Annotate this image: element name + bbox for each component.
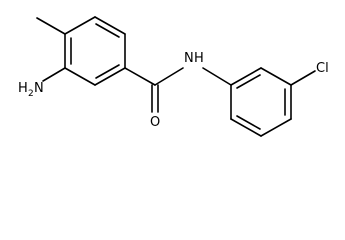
ring-b-bond-1-inner bbox=[236, 74, 261, 89]
right-benzene-ring bbox=[230, 67, 292, 137]
left-benzene-ring bbox=[64, 16, 126, 86]
chlorine-label: Cl bbox=[316, 61, 329, 76]
ring-b-bond-1 bbox=[230, 67, 262, 86]
amide-hydrogen-label: H bbox=[194, 51, 204, 66]
chloro-bond bbox=[290, 70, 316, 86]
amide-n-ring-bond bbox=[202, 67, 232, 86]
amide-cn-bond bbox=[154, 67, 184, 86]
ring-a-bond-4 bbox=[94, 67, 126, 86]
ring-a-bond-1 bbox=[64, 16, 96, 35]
ring-a-bond-5 bbox=[64, 67, 96, 86]
amine-label-h: H bbox=[18, 81, 28, 96]
ring-a-bond-2-inner bbox=[95, 23, 120, 38]
chemical-structure-diagram: H 2 N O N H Cl bbox=[18, 16, 329, 137]
ring-b-bond-2 bbox=[260, 67, 292, 86]
ring-b-bond-5 bbox=[230, 118, 262, 137]
amino-bond bbox=[42, 67, 66, 82]
ring-a-bond-4-inner bbox=[95, 64, 120, 79]
carbonyl-oxygen-label: O bbox=[150, 115, 160, 130]
ring-a-bond-2 bbox=[94, 16, 126, 35]
ring-b-bond-5-inner bbox=[236, 115, 261, 130]
amine-label-subscript: 2 bbox=[28, 89, 34, 99]
amine-label-n: N bbox=[34, 81, 44, 96]
ring-to-carbonyl-bond bbox=[124, 67, 156, 86]
amide-nitrogen-label: N bbox=[184, 51, 194, 66]
methyl-bond bbox=[36, 17, 66, 35]
ring-b-bond-4 bbox=[260, 118, 292, 137]
